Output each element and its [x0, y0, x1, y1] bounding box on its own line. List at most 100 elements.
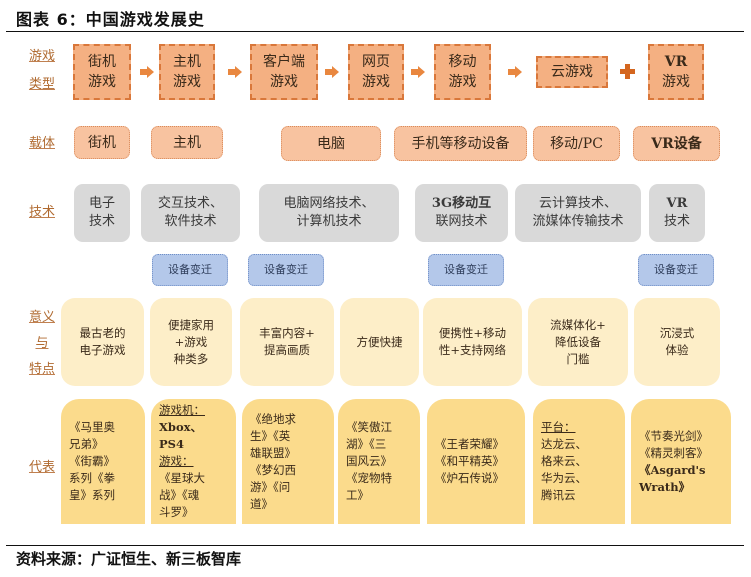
representative-cloud: 平台： 达龙云、 格来云、 华为云、 腾讯云: [533, 399, 625, 524]
game-type-web: 网页游戏: [348, 44, 404, 100]
rep-line: Xbox、: [159, 420, 202, 434]
rep-line: 《星球大: [159, 471, 205, 485]
representative-vr: 《节奏光剑》 《精灵刺客》 《Asgard's Wrath》: [631, 399, 731, 524]
rep-games-label: 游戏：: [159, 454, 194, 468]
arrow-right-icon: [325, 66, 339, 78]
row-label-text: 游戏: [28, 49, 55, 64]
rep-line: 《炉石传说》: [435, 471, 504, 485]
meaning-cloud: 流媒体化+降低设备门槛: [528, 298, 628, 386]
row-label-text: 载体: [28, 136, 55, 151]
tech-line: VR: [666, 196, 688, 211]
row-label-tech: 技术: [22, 202, 62, 224]
rep-line: 《和平精英》: [435, 454, 504, 468]
meaning-client: 丰富内容+提高画质: [240, 298, 334, 386]
game-type-arcade: 街机游戏: [73, 44, 131, 100]
tech-interactive-software: 交互技术、软件技术: [141, 184, 240, 242]
meaning-line: 沉浸式: [659, 326, 695, 340]
rep-line: 《王者荣耀》: [435, 437, 504, 451]
row-label-text: 意义: [28, 310, 55, 325]
meaning-vr: 沉浸式体验: [634, 298, 720, 386]
game-type-console: 主机游戏: [159, 44, 215, 100]
row-label-game-type: 游戏 类型: [22, 46, 62, 96]
meaning-console: 便捷家用+游戏种类多: [150, 298, 232, 386]
tech-line: 电脑网络技术、: [283, 196, 375, 211]
arrow-right-icon: [508, 66, 522, 78]
tech-3g-mobile-internet: 3G移动互联网技术: [415, 184, 508, 242]
game-type-client: 客户端游戏: [250, 44, 318, 100]
meaning-line: 最古老的: [79, 326, 126, 340]
rep-line: 腾讯云: [541, 488, 576, 502]
rep-line: 《笑傲江: [346, 420, 392, 434]
row-label-meaning: 意义 与 特点: [22, 307, 62, 381]
type-line: VR: [664, 54, 688, 70]
type-line: 街机: [88, 54, 116, 70]
row-label-text: 代表: [28, 460, 55, 475]
meaning-line: 便捷家用: [168, 317, 214, 332]
rep-line: 战》《魂: [159, 488, 200, 502]
type-line: 游戏: [88, 74, 116, 90]
tech-line: 计算机技术: [296, 214, 362, 229]
meaning-line: 降低设备: [554, 334, 601, 349]
tech-line: 软件技术: [164, 214, 217, 229]
type-line: 游戏: [173, 74, 201, 90]
row-label-representative: 代表: [22, 457, 62, 479]
type-line: 游戏: [270, 74, 298, 90]
rep-line: 华为云、: [541, 471, 587, 485]
type-line: 游戏: [662, 74, 690, 90]
tech-line: 交互技术、: [157, 196, 223, 211]
rep-line: 兄弟》: [69, 437, 104, 451]
type-line: 云游戏: [551, 64, 593, 80]
row-label-carrier: 载体: [22, 133, 62, 155]
representative-mobile: 《王者荣耀》 《和平精英》 《炉石传说》: [427, 399, 525, 524]
rep-line: 《宠物特: [346, 471, 392, 485]
meaning-line: +游戏: [174, 334, 208, 349]
meaning-mobile: 便携性+移动性+支持网络: [423, 298, 522, 386]
row-label-text: 类型: [28, 77, 55, 92]
type-line: 客户端: [263, 54, 305, 70]
rep-line: 《马里奥: [69, 420, 115, 434]
rep-line: 工》: [346, 488, 369, 502]
carrier-arcade: 街机: [74, 126, 130, 159]
tech-line: 电子: [88, 196, 115, 211]
device-shift-badge: 设备变迁: [638, 254, 714, 286]
meaning-line: 提高画质: [263, 343, 310, 357]
carrier-mobile-devices: 手机等移动设备: [394, 126, 527, 161]
row-label-text: 特点: [28, 362, 55, 377]
plus-icon: [620, 64, 635, 79]
rep-line: 《节奏光剑》: [639, 428, 708, 443]
rep-console-label: 游戏机：: [159, 403, 205, 417]
arrow-right-icon: [411, 66, 425, 78]
representative-console: 游戏机： Xbox、 PS4 游戏： 《星球大 战》《魂 斗罗》: [151, 399, 236, 524]
rep-line: 《街霸》: [69, 454, 115, 468]
tech-line: 技术: [88, 214, 115, 229]
bottom-divider: [6, 545, 744, 546]
tech-cloud-streaming: 云计算技术、流媒体传输技术: [515, 184, 641, 242]
game-type-cloud: 云游戏: [536, 56, 608, 88]
tech-line: 技术: [663, 214, 690, 229]
rep-line: 格来云、: [541, 454, 587, 468]
type-line: 网页: [362, 54, 390, 70]
meaning-line: 门槛: [566, 351, 590, 366]
row-label-text: 与: [35, 336, 49, 351]
tech-electronic: 电子技术: [74, 184, 130, 242]
type-line: 主机: [173, 54, 201, 70]
tech-line: 流媒体传输技术: [532, 214, 624, 229]
carrier-pc: 电脑: [281, 126, 381, 161]
rep-line: 达龙云、: [541, 437, 587, 451]
carrier-console: 主机: [151, 126, 223, 159]
tech-line: 云计算技术、: [538, 196, 617, 211]
meaning-line: 便携性+移动: [438, 326, 507, 340]
rep-line: 湖》《三: [346, 437, 387, 451]
rep-line: 雄联盟》: [250, 445, 296, 460]
rep-line: 国风云》: [346, 454, 392, 468]
device-shift-badge: 设备变迁: [428, 254, 504, 286]
type-line: 游戏: [362, 74, 390, 90]
rep-line: 游》《问: [250, 479, 291, 494]
rep-line: 《Asgard's: [639, 462, 706, 477]
meaning-arcade: 最古老的电子游戏: [61, 298, 144, 386]
figure-title: 图表 6：中国游戏发展史: [16, 10, 205, 29]
rep-line: 《精灵刺客》: [639, 445, 708, 460]
rep-line: 斗罗》: [159, 505, 194, 519]
rep-line: Wrath》: [639, 479, 691, 494]
tech-line: 3G移动互: [431, 196, 492, 211]
